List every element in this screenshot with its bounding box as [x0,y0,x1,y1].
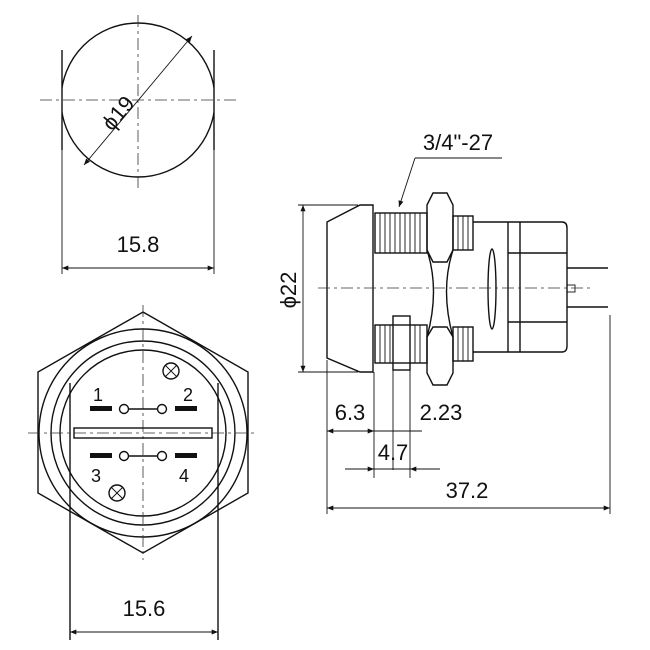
screw-icon [108,484,126,502]
pin-4-label: 4 [179,466,189,486]
actuator-bar [73,427,213,439]
top-width-label: 15.8 [117,232,160,257]
pin-1-label: 1 [93,385,103,405]
nut [426,192,454,386]
thread-label: 3/4"-27 [423,130,493,155]
screw-icon [162,362,180,380]
side-view: 3/4"-27 ϕ22 6.3 2.23 4.7 37.2 [276,130,611,514]
pin-3-label: 3 [91,466,101,486]
cap [326,204,374,373]
front-width-label: 15.6 [123,596,166,621]
front-view: 1 2 3 4 15.6 [28,305,258,640]
cap-length-label: 6.3 [335,400,366,425]
top-view: ϕ19 15.8 [40,15,236,274]
pin-2-label: 2 [183,385,193,405]
top-diameter-label: ϕ19 [97,91,140,135]
key-tab [392,315,411,371]
side-diameter-label: ϕ22 [276,272,301,309]
thread-start-label: 4.7 [378,440,409,465]
key-length-label: 2.23 [420,400,463,425]
total-length-label: 37.2 [446,478,489,503]
contacts [90,403,197,462]
